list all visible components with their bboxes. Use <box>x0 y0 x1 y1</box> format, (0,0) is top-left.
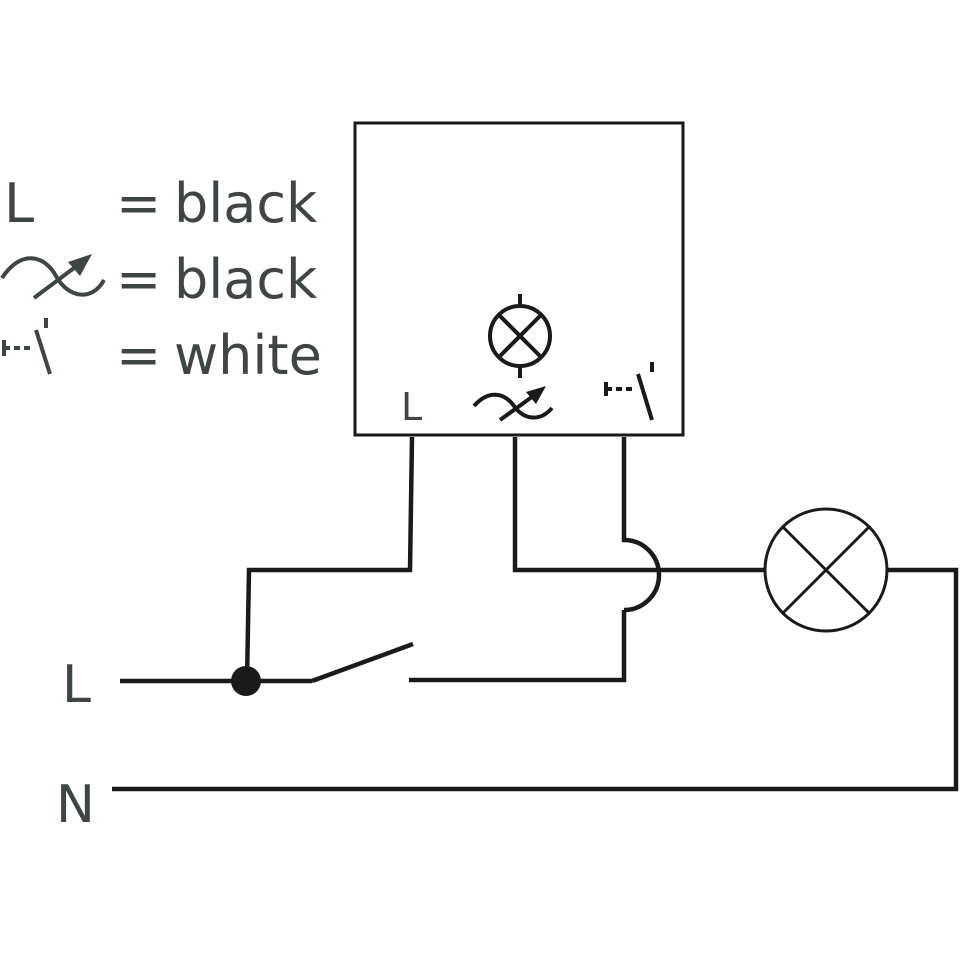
legend-color-3: white <box>174 324 322 387</box>
terminal-dimmer-icon <box>472 386 554 422</box>
junction-dot <box>231 666 261 696</box>
neutral-wire <box>112 567 959 792</box>
pushbutton-wire <box>621 437 662 613</box>
legend: L = black = black = white <box>0 172 322 387</box>
lamp-icon <box>763 507 889 633</box>
terminal-label-l: L <box>401 385 422 429</box>
dimmed-output-wire <box>512 437 764 573</box>
dimmer-device: L <box>353 121 685 437</box>
legend-color-1: black <box>174 172 318 235</box>
terminal-pushbutton-icon <box>604 362 654 421</box>
switch-blade <box>311 641 414 684</box>
supply-neutral-label: N <box>56 775 95 835</box>
wiring <box>112 436 959 792</box>
legend-color-2: black <box>174 248 318 311</box>
switch-output-wire <box>409 610 627 683</box>
device-lamp-icon <box>488 294 552 378</box>
live-to-terminal-wire <box>244 436 415 682</box>
legend-symbol-l: L <box>4 172 34 235</box>
legend-equals-3: = <box>116 324 161 387</box>
pushbutton-icon <box>2 318 52 375</box>
dimmer-icon <box>0 254 106 300</box>
legend-equals-2: = <box>116 248 161 311</box>
device-box <box>353 121 685 437</box>
legend-equals-1: = <box>116 172 161 235</box>
supply-live-label: L <box>62 655 91 715</box>
